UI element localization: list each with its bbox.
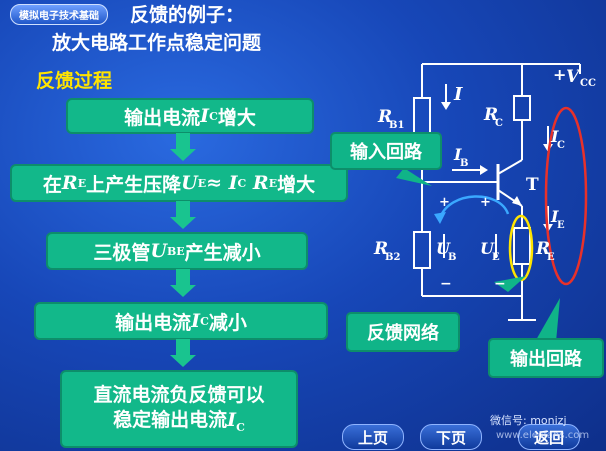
flow-step-3-pre: 三极管 [93,241,151,264]
resistor-re [513,227,531,265]
flow-step-1-post: 增大 [217,106,256,129]
label-ue: U [480,239,495,258]
flow-step-4-var: I [191,310,201,332]
label-i: I [453,84,463,105]
feedback-network-callout: 反馈网络 [346,312,460,352]
label-ic-sub: C [557,140,565,151]
flow-step-3-post: 产生减小 [184,241,261,264]
flow-arrow-2 [170,201,196,229]
flow-step-2-approx: ≈ [206,172,222,194]
label-ie-sub: E [557,220,565,231]
prev-page-button[interactable]: 上页 [342,424,404,450]
flow-step-2-mid: 上产生压降 [86,173,182,196]
input-loop-pointer [396,168,432,186]
url-watermark: www.elecfans.com [496,430,590,441]
flow-step-5-line1: 直流电流负反馈可以 [93,384,265,407]
wechat-watermark: 微信号: monizj [490,414,567,427]
label-ib-sub: B [460,158,468,169]
flow-step-3-var: U [150,240,167,262]
flow-step-1-sub: C [209,109,218,123]
input-loop-callout: 输入回路 [330,132,442,170]
flow-step-5: 直流电流负反馈可以 稳定输出电流IC [60,370,298,448]
polarity-minus-b: − [440,276,452,292]
flow-step-2-s3: C [237,176,247,190]
label-ub-sub: B [448,252,456,263]
flow-step-2-v1: R [61,172,78,194]
course-badge: 模拟电子技术基础 [10,4,108,25]
flow-arrow-3 [170,269,196,297]
flow-step-2-s4: E [268,176,278,190]
back-button[interactable]: 返回 [518,424,580,450]
vcc-plus: + [553,65,566,84]
input-loop-arc [438,195,510,219]
resistor-rb2 [413,231,431,269]
section-heading: 反馈过程 [36,70,113,92]
resistor-rc [513,95,531,121]
flow-step-4-post: 减小 [208,311,247,334]
polarity-plus-b: + [439,195,450,210]
flow-step-2-v2: U [181,172,198,194]
flow-step-1-text: 输出电流 [124,106,201,129]
emitter-arrow [512,196,522,206]
label-t: T [526,175,539,195]
flow-step-2-v4: R [252,172,269,194]
output-loop-ellipse [544,106,588,286]
flow-arrow-4 [170,339,196,367]
flow-step-1-var: I [200,105,210,127]
label-rb2-sub: B2 [385,252,400,263]
flow-step-2-pre: 在 [42,173,62,196]
polarity-minus-e: − [494,276,506,292]
label-rc-sub: C [495,118,503,129]
polarity-plus-e: + [480,195,491,210]
label-rb2: R [373,239,388,259]
label-ib: I [453,145,462,164]
flow-step-4-pre: 输出电流 [115,311,192,334]
label-ub: U [436,239,451,258]
slide-title-line1: 反馈的例子： [130,4,245,26]
label-ic: I [550,127,559,146]
flow-step-2-s2: E [197,176,207,190]
flow-step-5-line2: 稳定输出电流IC [113,408,245,435]
label-ue-sub: E [492,252,500,263]
label-rb1: R [377,107,392,127]
slide-title-line2: 放大电路工作点稳定问题 [52,32,262,54]
input-loop-arrow [434,212,446,224]
flow-step-4-sub: C [200,314,209,328]
label-rc: R [483,105,498,125]
label-ie: I [550,207,559,226]
vcc-sub: CC [580,78,596,89]
flow-step-5-sub: C [236,420,245,434]
arrow-i [441,102,451,110]
vcc-label: V [566,67,581,87]
next-page-button[interactable]: 下页 [420,424,482,450]
label-rb1-sub: B1 [389,120,404,131]
output-loop-callout: 输出回路 [488,338,604,378]
output-loop-pointer [536,298,560,342]
label-re: R [535,239,550,259]
feedback-pointer [494,276,526,292]
flow-step-3-sub: BE [166,244,185,258]
arrow-ib [480,165,488,175]
flow-step-5-var: I [227,408,237,431]
flow-step-2-post: 增大 [277,173,316,196]
label-re-sub: E [547,252,555,263]
flow-step-5-line2-text: 稳定输出电流 [113,408,228,431]
flow-arrow-1 [170,133,196,161]
flow-step-2-s1: E [77,176,87,190]
flow-step-2-v3: I [228,172,238,194]
